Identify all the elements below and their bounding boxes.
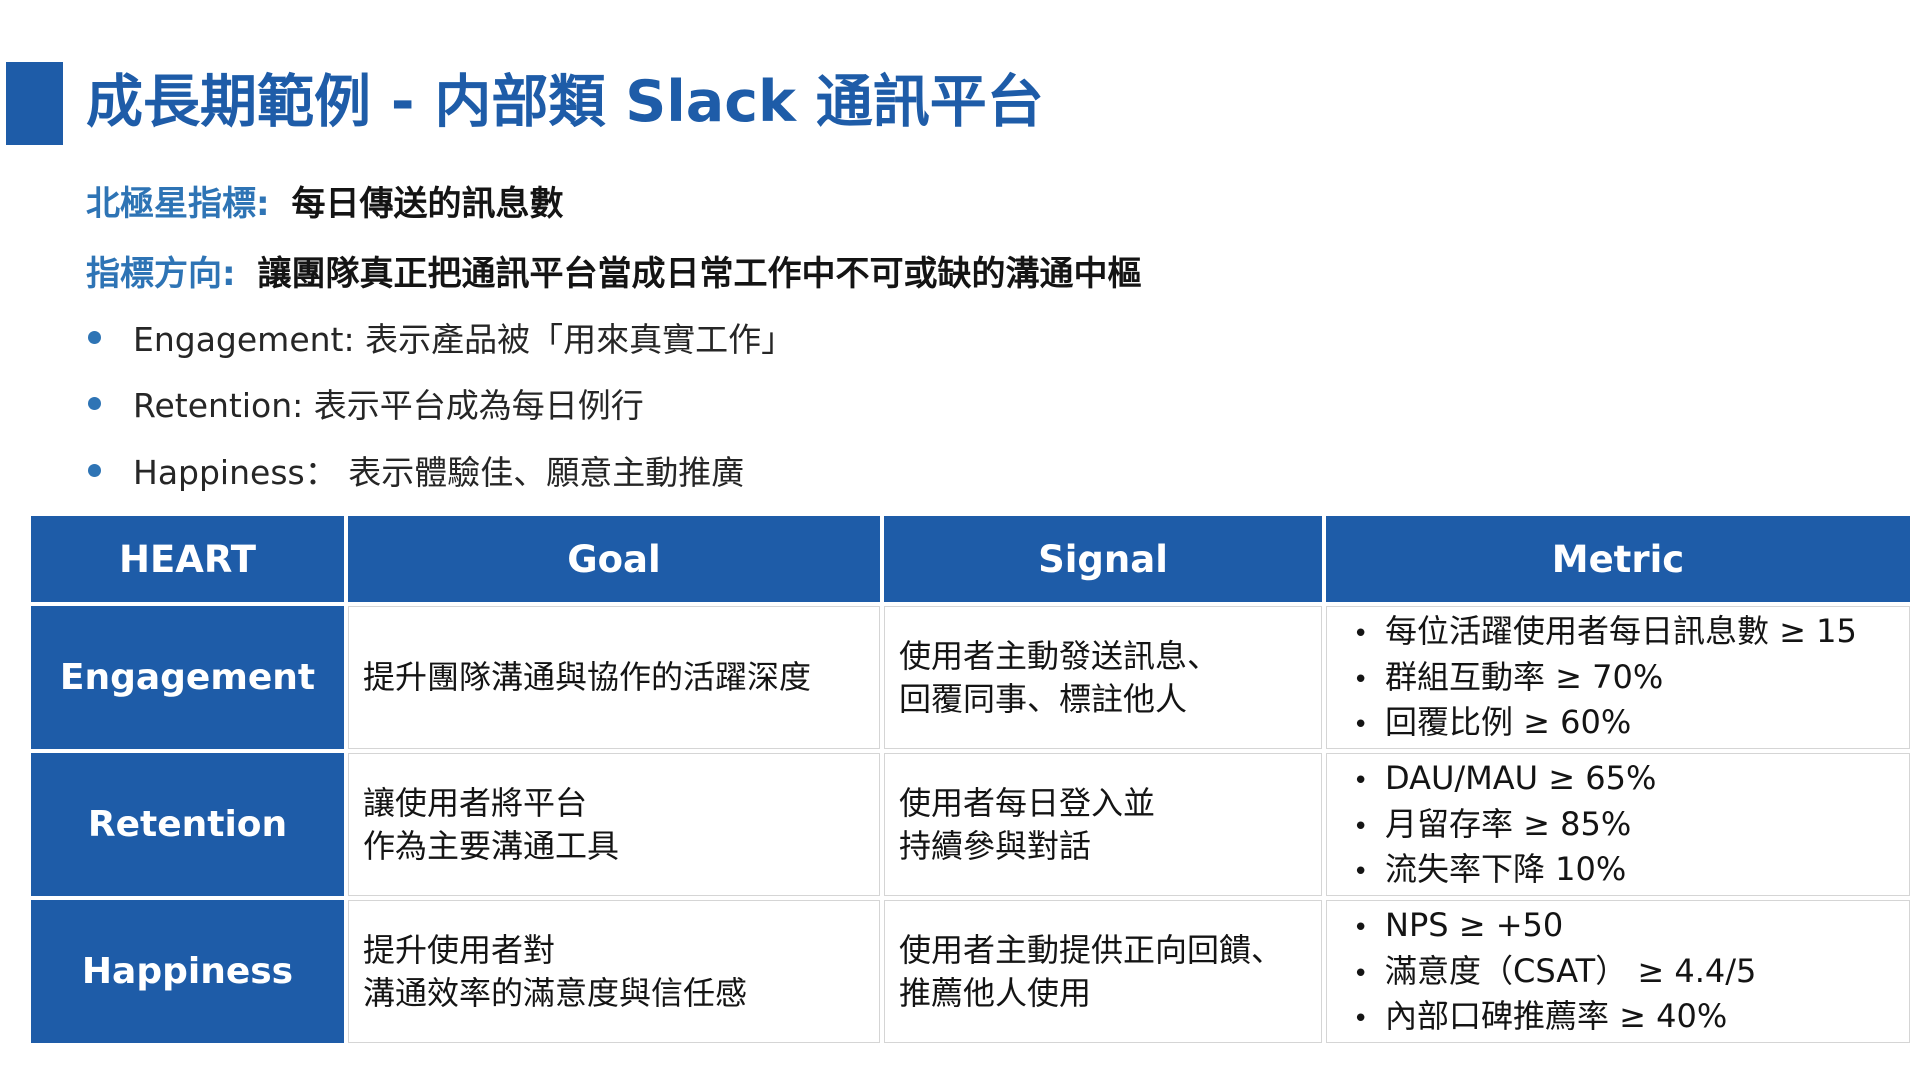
- north-star-value: 每日傳送的訊息數: [291, 184, 564, 224]
- bullet-char: •: [1353, 664, 1369, 695]
- column-header-goal: Goal: [348, 516, 880, 602]
- metric-text: 每位活躍使用者每日訊息數 ≥ 15: [1385, 612, 1857, 651]
- metric-text: 群組互動率 ≥ 70%: [1385, 657, 1664, 696]
- heart-framework-table: HEART Goal Signal Metric Engagement 提升團隊…: [31, 516, 1910, 1043]
- bullet-char: •: [1353, 1004, 1369, 1035]
- bullet-text: Happiness： 表示體驗佳、願意主動推廣: [133, 453, 745, 492]
- metric-cell: • 每位活躍使用者每日訊息數 ≥ 15 • 群組互動率 ≥ 70% • 回覆比例…: [1326, 606, 1910, 749]
- metric-text: 滿意度（CSAT） ≥ 4.4/5: [1385, 951, 1757, 990]
- metric-item: • 群組互動率 ≥ 70%: [1341, 655, 1901, 700]
- metric-cell: • DAU/MAU ≥ 65% • 月留存率 ≥ 85% • 流失率下降 10%: [1326, 753, 1910, 896]
- metric-item: • 滿意度（CSAT） ≥ 4.4/5: [1341, 949, 1901, 994]
- bullet-dot-icon: [88, 463, 101, 477]
- signal-cell: 使用者主動提供正向回饋、 推薦他人使用: [884, 900, 1322, 1043]
- metric-item: • 每位活躍使用者每日訊息數 ≥ 15: [1341, 609, 1901, 654]
- column-header-heart: HEART: [31, 516, 344, 602]
- metric-text: NPS ≥ +50: [1385, 906, 1564, 945]
- cell-text: 回覆同事、標註他人: [899, 679, 1188, 718]
- row-label-happiness: Happiness: [31, 900, 344, 1043]
- goal-cell: 提升團隊溝通與協作的活躍深度: [348, 606, 880, 749]
- metric-text: 內部口碑推薦率 ≥ 40%: [1385, 997, 1728, 1036]
- cell-text: 推薦他人使用: [899, 973, 1092, 1012]
- column-header-signal: Signal: [884, 516, 1322, 602]
- signal-cell: 使用者主動發送訊息、 回覆同事、標註他人: [884, 606, 1322, 749]
- cell-text: 提升使用者對: [363, 931, 556, 970]
- bullet-char: •: [1353, 619, 1369, 650]
- metric-item: • NPS ≥ +50: [1341, 903, 1901, 948]
- cell-text: 作為主要溝通工具: [363, 826, 620, 865]
- metric-cell: • NPS ≥ +50 • 滿意度（CSAT） ≥ 4.4/5 • 內部口碑推薦…: [1326, 900, 1910, 1043]
- north-star-label: 北極星指標:: [86, 184, 270, 224]
- cell-text: 讓使用者將平台: [363, 784, 588, 823]
- signal-cell: 使用者每日登入並 持續參與對話: [884, 753, 1322, 896]
- bullet-char: •: [1353, 710, 1369, 741]
- column-header-metric: Metric: [1326, 516, 1910, 602]
- cell-text: 持續參與對話: [899, 826, 1092, 865]
- goal-cell: 讓使用者將平台 作為主要溝通工具: [348, 753, 880, 896]
- bullet-char: •: [1353, 958, 1369, 989]
- bullet-dot-icon: [88, 396, 101, 410]
- direction-line: 指標方向: 讓團隊真正把通訊平台當成日常工作中不可或缺的溝通中樞: [86, 246, 1141, 295]
- cell-text: 溝通效率的滿意度與信任感: [363, 973, 748, 1012]
- list-item: Engagement: 表示產品被「用來真實工作」: [88, 313, 794, 361]
- metric-text: 回覆比例 ≥ 60%: [1385, 703, 1632, 742]
- row-label-engagement: Engagement: [31, 606, 344, 749]
- bullet-char: •: [1353, 857, 1369, 888]
- metric-text: 流失率下降 10%: [1385, 850, 1627, 889]
- direction-value: 讓團隊真正把通訊平台當成日常工作中不可或缺的溝通中樞: [257, 254, 1142, 294]
- direction-label: 指標方向:: [86, 254, 236, 294]
- list-item: Retention: 表示平台成為每日例行: [88, 379, 644, 427]
- page-title: 成長期範例 - 内部類 Slack 通訊平台: [86, 69, 1044, 135]
- bullet-dot-icon: [88, 330, 101, 344]
- row-label-retention: Retention: [31, 753, 344, 896]
- cell-text: 使用者主動發送訊息、: [899, 637, 1220, 676]
- metric-item: • 流失率下降 10%: [1341, 847, 1901, 892]
- list-item: Happiness： 表示體驗佳、願意主動推廣: [88, 446, 744, 494]
- north-star-line: 北極星指標: 每日傳送的訊息數: [86, 176, 563, 225]
- metric-text: 月留存率 ≥ 85%: [1385, 804, 1632, 843]
- goal-cell: 提升使用者對 溝通效率的滿意度與信任感: [348, 900, 880, 1043]
- cell-text: 提升團隊溝通與協作的活躍深度: [363, 658, 812, 697]
- bullet-char: •: [1353, 913, 1369, 944]
- bullet-char: •: [1353, 811, 1369, 842]
- metric-item: • DAU/MAU ≥ 65%: [1341, 756, 1901, 801]
- bullet-char: •: [1353, 766, 1369, 797]
- metric-item: • 回覆比例 ≥ 60%: [1341, 700, 1901, 745]
- cell-text: 使用者每日登入並: [899, 784, 1156, 823]
- bullet-text: Engagement: 表示產品被「用來真實工作」: [133, 320, 795, 359]
- metric-item: • 月留存率 ≥ 85%: [1341, 802, 1901, 847]
- metric-text: DAU/MAU ≥ 65%: [1385, 759, 1657, 798]
- bullet-text: Retention: 表示平台成為每日例行: [133, 386, 644, 425]
- metric-item: • 內部口碑推薦率 ≥ 40%: [1341, 994, 1901, 1039]
- cell-text: 使用者主動提供正向回饋、: [899, 931, 1284, 970]
- title-accent-square: [6, 62, 63, 145]
